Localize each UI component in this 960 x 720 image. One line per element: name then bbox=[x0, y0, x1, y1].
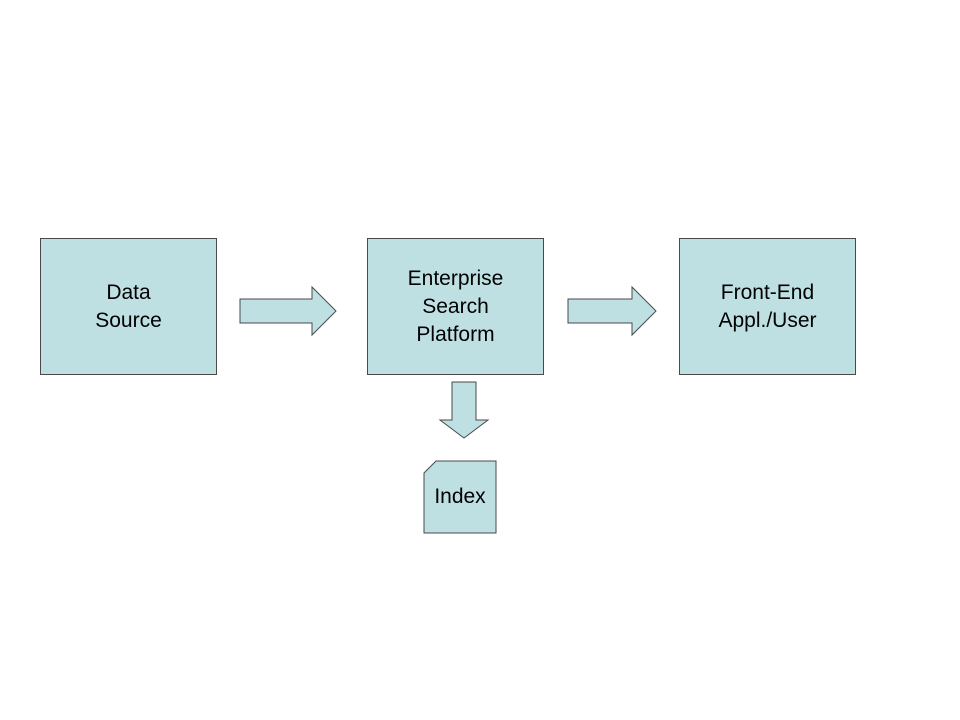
arrow-source-to-platform bbox=[239, 285, 337, 337]
data-source-node: Data Source bbox=[40, 238, 217, 375]
front-end-node: Front-End Appl./User bbox=[679, 238, 856, 375]
index-label: Index bbox=[434, 485, 486, 508]
index-node: Index bbox=[424, 461, 496, 533]
arrow-platform-to-index bbox=[438, 381, 490, 439]
enterprise-search-platform-node: Enterprise Search Platform bbox=[367, 238, 544, 375]
arrow-platform-to-frontend bbox=[567, 285, 657, 337]
data-source-label: Data Source bbox=[95, 280, 162, 332]
front-end-label: Front-End Appl./User bbox=[718, 280, 817, 332]
enterprise-search-platform-label: Enterprise Search Platform bbox=[407, 266, 504, 346]
